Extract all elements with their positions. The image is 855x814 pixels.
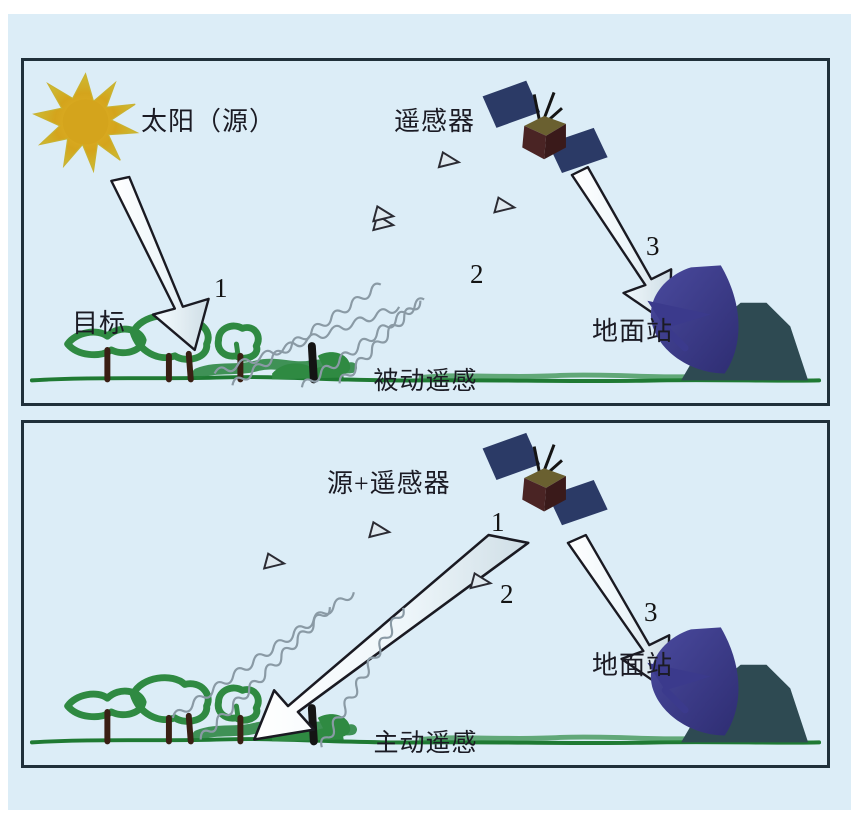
label-sun-source: 太阳（源） [141,107,277,136]
satellite-icon [482,432,608,526]
panel-passive-remote-sensing: 太阳（源） 遥感器 目标 地面站 1 2 3 被动遥感 [21,58,830,406]
satellite-icon [482,80,608,174]
figure-root: 太阳（源） 遥感器 目标 地面站 1 2 3 被动遥感 [8,14,851,810]
backscatter-waves [171,591,405,748]
wave-arrowheads [262,520,494,590]
incident-solar-arrow [110,175,210,352]
label-ground-station: 地面站 [592,651,674,680]
panel-active-remote-sensing: 源+遥感器 地面站 1 2 3 主动遥感 [21,420,830,768]
wave-arrowheads [371,150,517,232]
label-ground-station: 地面站 [592,317,674,346]
label-source-plus-sensor: 源+遥感器 [327,469,451,498]
sun-icon [32,72,140,174]
tree-trunks [104,708,244,745]
caption-passive: 被动遥感 [373,368,478,395]
number-1: 1 [214,273,228,303]
ground-station-dish [647,265,739,374]
tree-trunks [104,346,244,383]
number-1: 1 [491,507,505,537]
target-bushes [272,342,351,384]
reflected-radiation-waves [213,282,425,388]
number-2: 2 [470,259,484,289]
number-3: 3 [646,231,660,261]
caption-active: 主动遥感 [373,730,478,757]
label-sensor: 遥感器 [394,107,476,136]
panel-active-graphic [29,432,822,748]
ground-station-dish [647,627,739,736]
number-2: 2 [500,579,514,609]
panel-passive-graphic [29,72,822,388]
label-target: 目标 [72,309,127,338]
number-3: 3 [644,597,658,627]
